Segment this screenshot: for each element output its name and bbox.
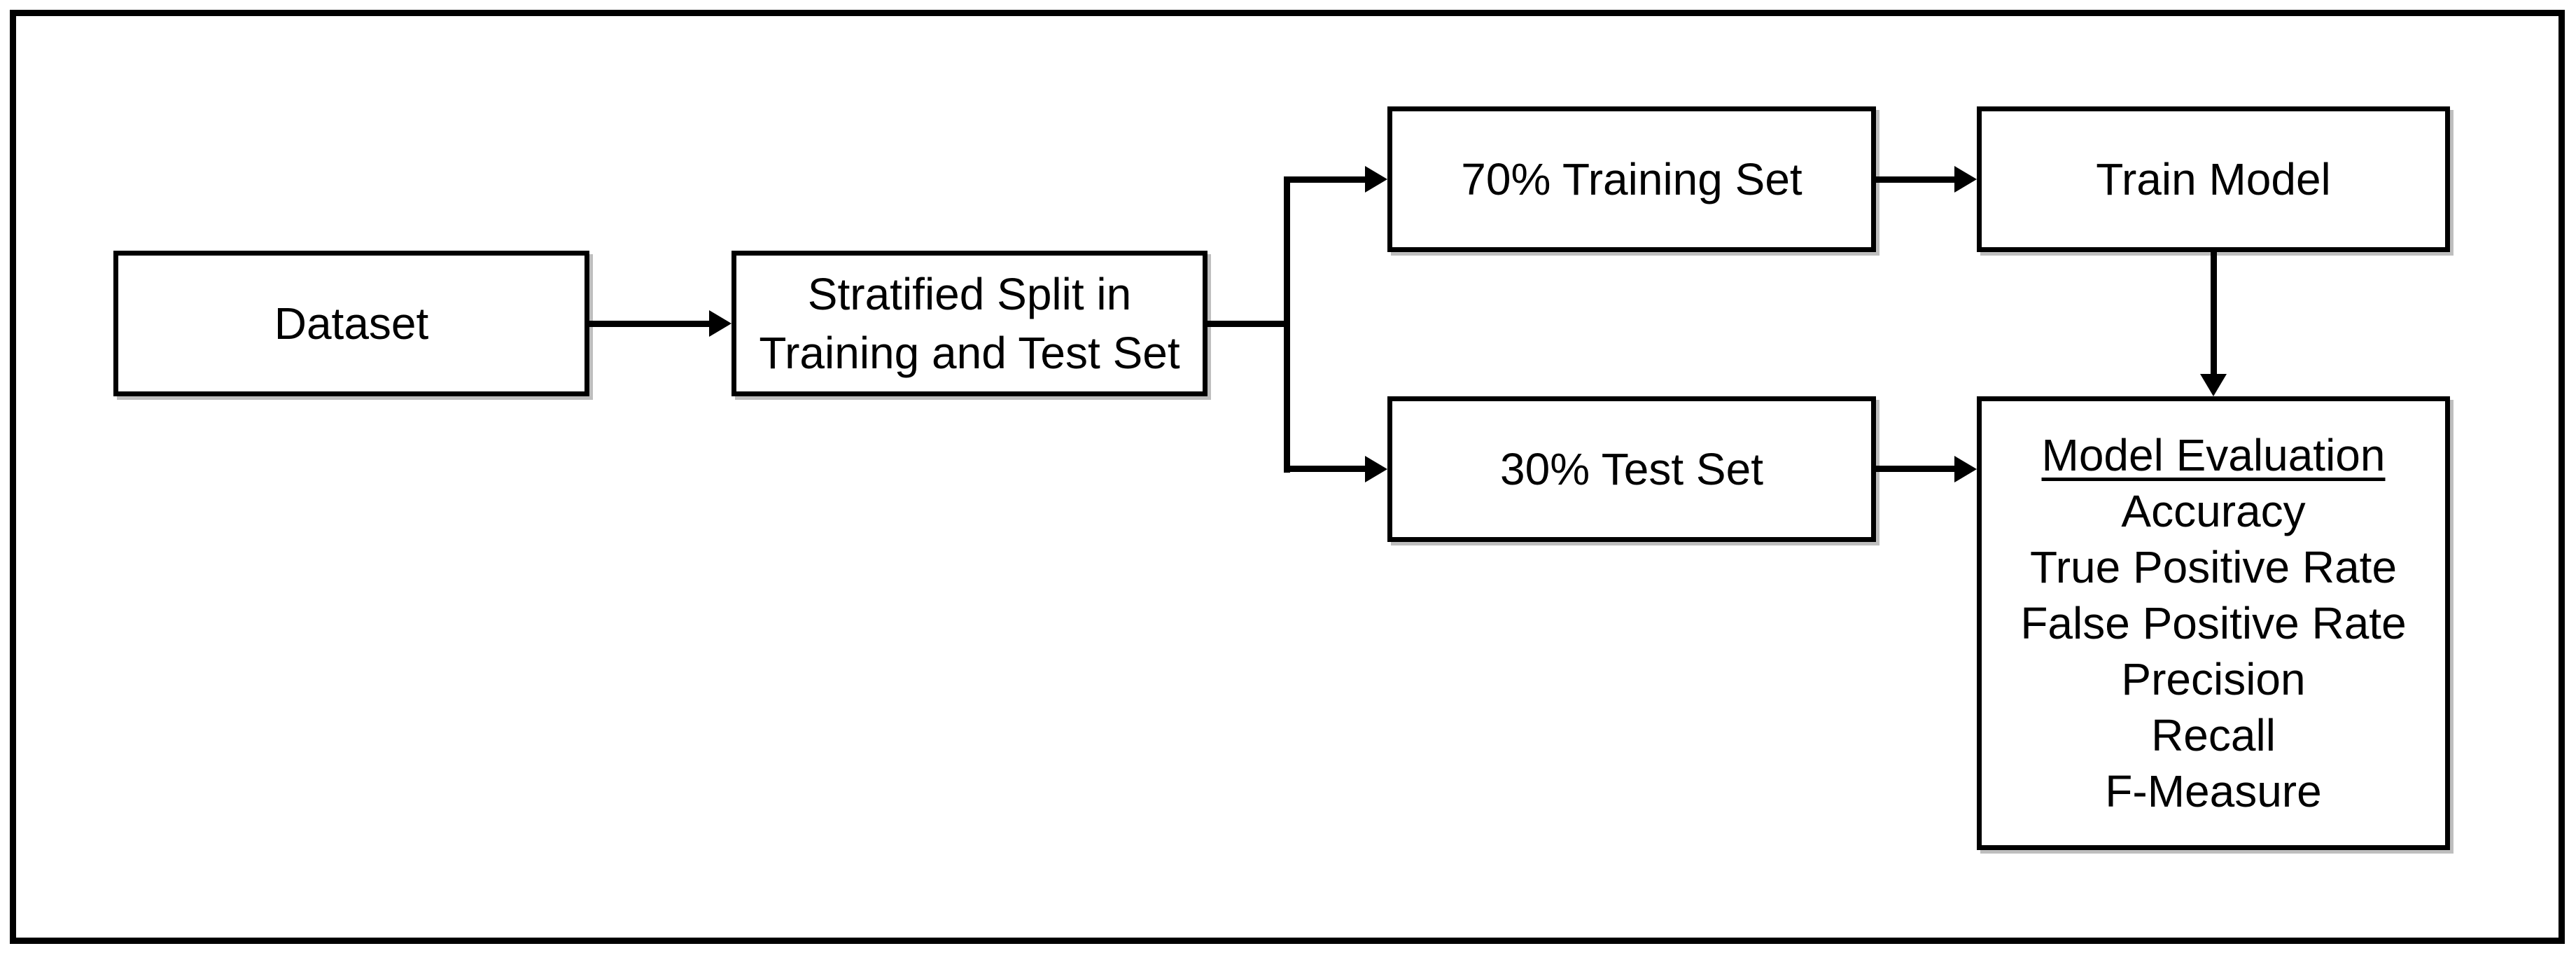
node-train-model: Train Model (1977, 106, 2450, 252)
node-test-set-label: 30% Test Set (1500, 444, 1763, 494)
metric-f-measure: F-Measure (2105, 766, 2322, 816)
metric-accuracy: Accuracy (2121, 486, 2306, 536)
arrow-test-to-evaluation-head (1954, 456, 1977, 482)
arrow-trainmodel-to-evaluation-shaft (2211, 252, 2217, 374)
node-stratified-split-line2: Training and Test Set (759, 328, 1180, 378)
arrow-dataset-to-split-head (709, 310, 732, 337)
arrow-training-to-trainmodel-head (1954, 166, 1977, 193)
node-stratified-split: Stratified Split in Training and Test Se… (732, 251, 1208, 396)
metric-true-positive-rate: True Positive Rate (2029, 542, 2398, 592)
node-model-evaluation: Model Evaluation Accuracy True Positive … (1977, 396, 2450, 850)
arrow-trainmodel-to-evaluation-head (2200, 374, 2227, 396)
node-dataset: Dataset (113, 251, 589, 396)
arrow-split-to-training-head (1365, 166, 1387, 193)
node-training-set-label: 70% Training Set (1461, 154, 1802, 204)
model-evaluation-title: Model Evaluation (2041, 430, 2386, 480)
arrow-split-branch-vertical (1284, 176, 1290, 473)
metric-precision: Precision (2121, 654, 2306, 704)
arrow-split-to-training-shaft (1284, 176, 1365, 183)
node-training-set: 70% Training Set (1387, 106, 1876, 252)
arrow-dataset-to-split-shaft (589, 321, 709, 327)
metric-false-positive-rate: False Positive Rate (2020, 598, 2407, 648)
arrow-split-branch-stub (1208, 321, 1290, 327)
arrow-split-to-test-shaft (1284, 466, 1365, 472)
node-dataset-label: Dataset (274, 298, 429, 349)
arrow-split-to-test-head (1365, 456, 1387, 482)
arrow-training-to-trainmodel-shaft (1876, 176, 1954, 183)
node-train-model-label: Train Model (2096, 154, 2331, 204)
node-test-set: 30% Test Set (1387, 396, 1876, 542)
outer-frame (10, 10, 2565, 944)
arrow-test-to-evaluation-shaft (1876, 466, 1954, 472)
node-stratified-split-line1: Stratified Split in (807, 269, 1132, 319)
metric-recall: Recall (2151, 710, 2276, 760)
